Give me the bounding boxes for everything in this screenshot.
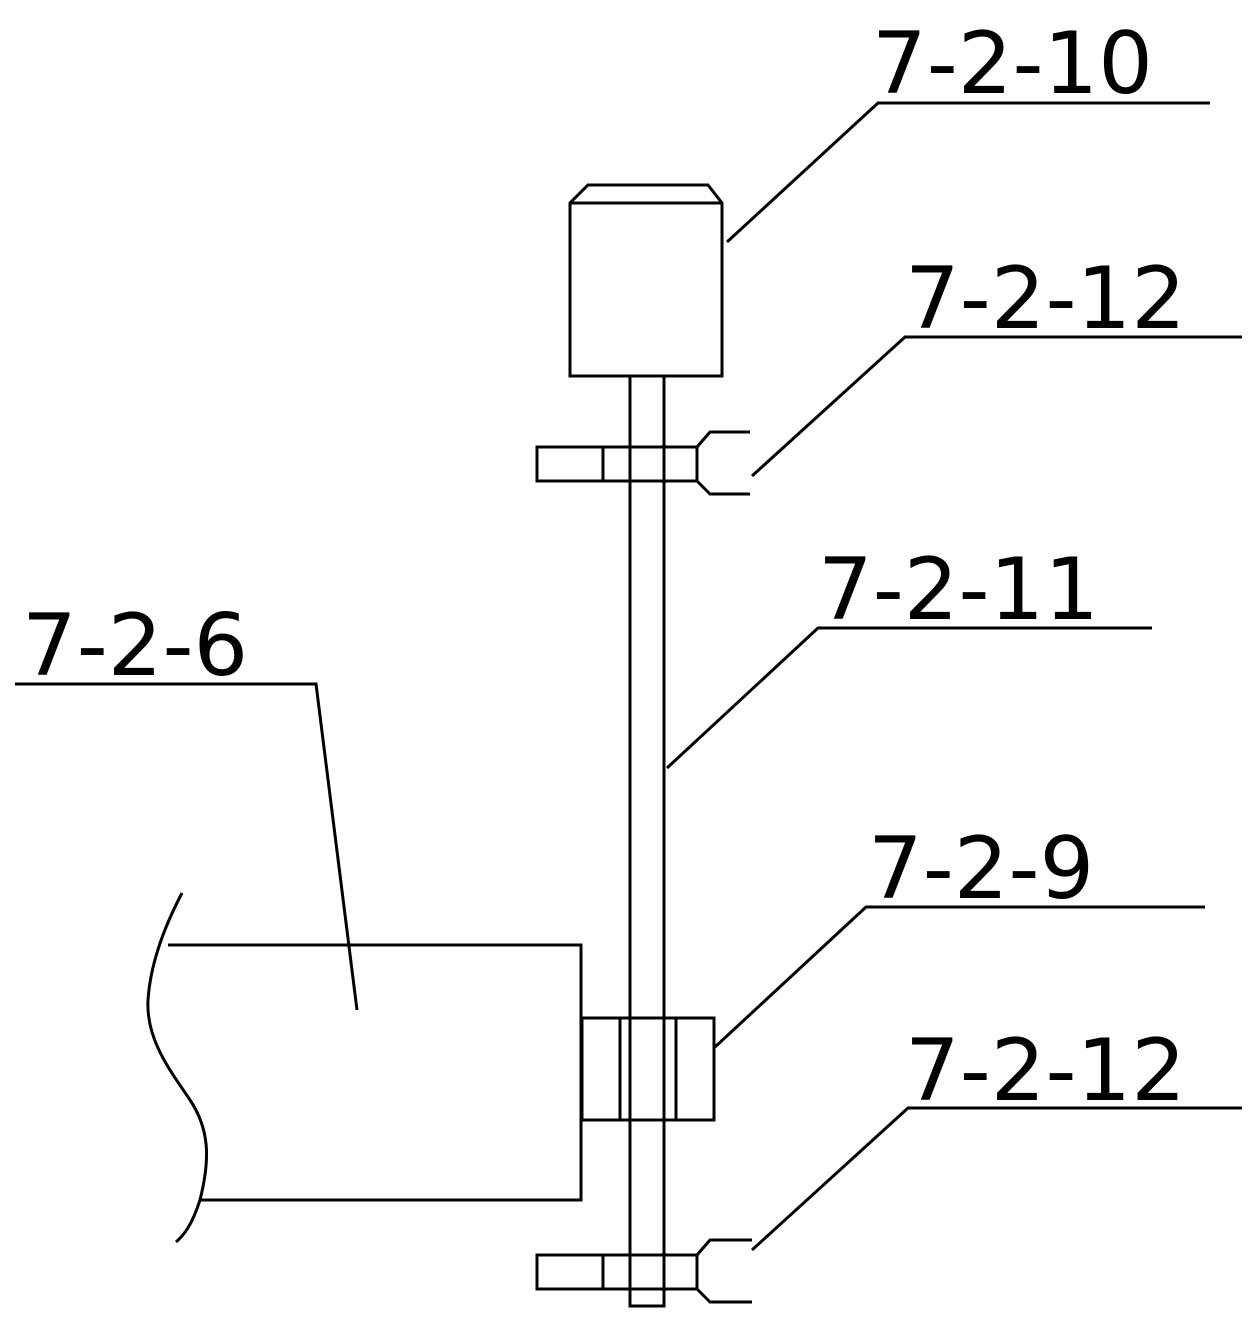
- bearing-block: [580, 1016, 716, 1122]
- lower-clamp: [535, 1238, 752, 1304]
- label-7-2-10: 7-2-10: [872, 14, 1153, 114]
- leader-lines: [15, 101, 1242, 1252]
- body-block: [146, 892, 583, 1244]
- label-7-2-12-bottom: 7-2-12: [905, 1021, 1186, 1121]
- label-7-2-9: 7-2-9: [868, 819, 1094, 919]
- leader-7-2-11: [665, 626, 1152, 770]
- upper-clamp: [535, 430, 750, 496]
- leader-7-2-10: [725, 101, 1210, 244]
- leader-7-2-9: [713, 905, 1205, 1049]
- leader-7-2-12-bottom: [750, 1106, 1242, 1252]
- leader-7-2-12-top: [750, 335, 1242, 478]
- vertical-shaft: [628, 374, 666, 1308]
- motor: [568, 183, 724, 378]
- label-7-2-11: 7-2-11: [818, 540, 1099, 640]
- leader-7-2-6: [15, 682, 359, 1011]
- label-7-2-12-top: 7-2-12: [905, 249, 1186, 349]
- label-7-2-6: 7-2-6: [22, 596, 248, 696]
